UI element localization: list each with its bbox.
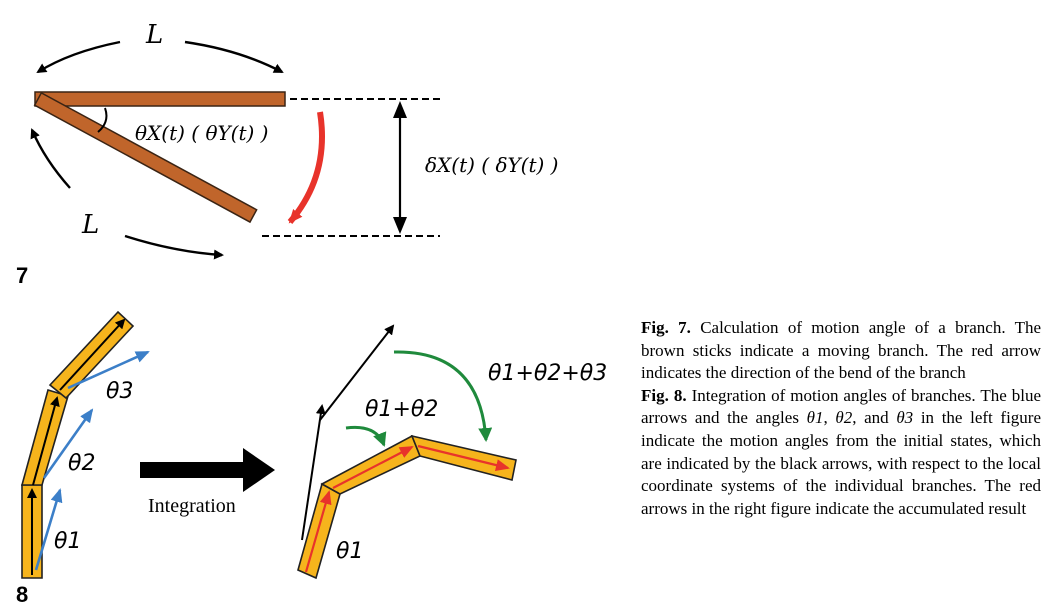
integration-arrow-group: Integration (140, 448, 275, 517)
segment-2 (20, 388, 69, 486)
motion-angle-arrow-1 (34, 488, 63, 571)
caption-theta3: θ3 (896, 408, 914, 428)
bend-direction-red-arrow (287, 111, 325, 224)
caption-theta2: θ2 (835, 408, 853, 428)
angle-arc (97, 107, 108, 133)
length-label-top: L (145, 20, 163, 50)
accumulated-arrow-3 (417, 444, 510, 471)
accumulated-arrow-1 (304, 490, 332, 573)
caption-fig8: Fig. 8. Integration of motion angles of … (641, 385, 1041, 521)
result-initial-direction-1 (301, 404, 326, 541)
length-label-bottom: L (81, 210, 99, 240)
length-arc-arrow-bottom-left (30, 128, 71, 189)
branch-moved-stick (33, 91, 258, 224)
length-arc-arrow-bottom-right (124, 234, 224, 260)
motion-angle-arrow-3 (67, 350, 150, 390)
caption-fig7-text: Calculation of motion angle of a branch.… (641, 318, 1042, 383)
right-theta-123: θ1+θ2+θ3 (488, 361, 607, 386)
caption-fig7: Fig. 7. Calculation of motion angle of a… (641, 317, 1041, 385)
figure-8-right: θ1 θ1+θ2 θ1+θ2+θ3 (297, 324, 607, 580)
right-theta-12: θ1+θ2 (365, 397, 438, 422)
length-arc-arrow-top-left (36, 40, 121, 74)
length-arc-arrow-top-right (184, 40, 284, 74)
figure-caption: Fig. 7. Calculation of motion angle of a… (641, 317, 1041, 520)
left-theta-1: θ1 (54, 529, 81, 554)
caption-sep1: , (823, 408, 836, 428)
initial-direction-2 (32, 396, 60, 486)
result-initial-direction-2 (319, 324, 395, 421)
integration-label: Integration (148, 495, 236, 517)
green-arrow-theta12 (345, 425, 387, 447)
caption-fig7-label: Fig. 7. (641, 318, 691, 337)
left-theta-2: θ2 (68, 451, 95, 476)
green-arrow-theta123 (393, 350, 493, 442)
caption-theta1: θ1 (806, 408, 824, 428)
motion-angle-arrow-2 (42, 408, 94, 479)
figure-8-left: θ1 θ2 θ3 8 (16, 310, 150, 607)
figure-7: L L θX(t) ( θY(t) ) δX(t) ( δY(t) ) 7 (16, 20, 559, 288)
integration-arrow-head (243, 448, 275, 492)
integration-arrow-shaft (140, 462, 245, 478)
accumulated-arrow-2 (332, 446, 414, 489)
angle-label: θX(t) ( θY(t) ) (135, 121, 269, 145)
figure-8-number: 8 (16, 582, 28, 607)
caption-fig8-text-2: in the left figure indicate the motion a… (641, 408, 1041, 518)
caption-fig8-label: Fig. 8. (641, 385, 687, 405)
displacement-label: δX(t) ( δY(t) ) (425, 153, 559, 177)
branch-initial-stick (34, 91, 286, 107)
initial-direction-3 (59, 318, 126, 391)
right-theta-1: θ1 (336, 539, 363, 564)
left-theta-3: θ3 (106, 379, 133, 404)
caption-fig8-text-1: Integration of motion angles of branches… (641, 385, 1042, 428)
figure-7-number: 7 (16, 263, 28, 288)
caption-sep2: , and (852, 408, 897, 428)
